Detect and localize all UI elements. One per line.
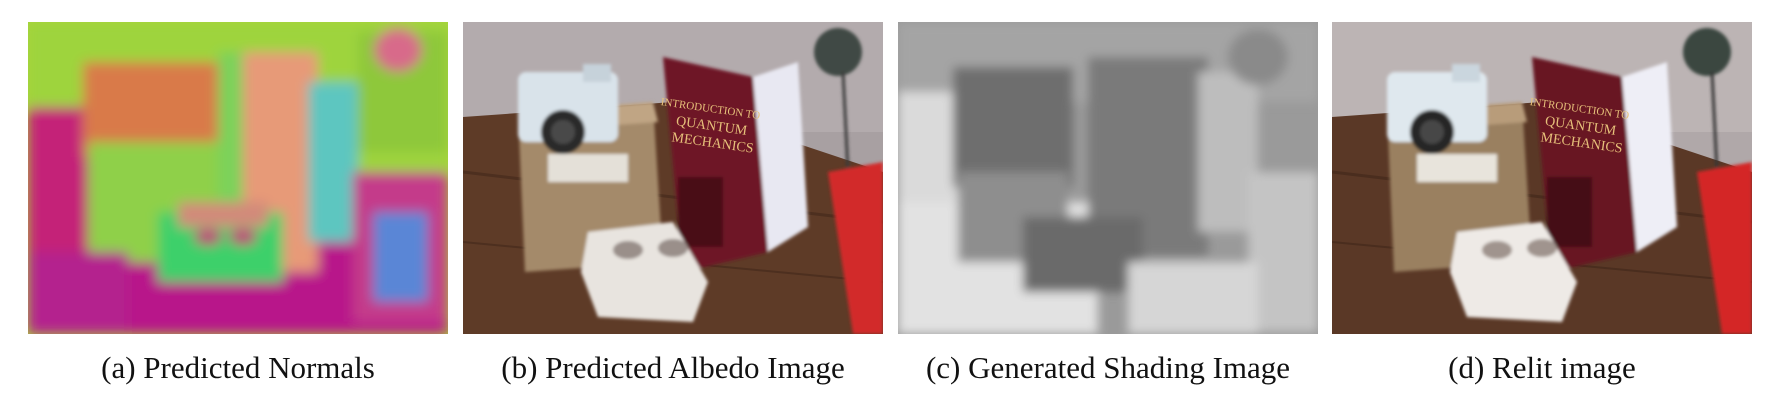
caption-generated-shading: (c) Generated Shading Image bbox=[925, 350, 1291, 385]
relit-image: INTRODUCTION TO QUANTUM MECHANICS bbox=[1332, 22, 1752, 334]
predicted-normals-image bbox=[28, 22, 448, 334]
predicted-albedo-image: INTRODUCTION TO QUANTUM MECHANICS bbox=[463, 22, 883, 334]
caption-predicted-normals: (a) Predicted Normals bbox=[101, 350, 375, 385]
caption-relit-image: (d) Relit image bbox=[1448, 350, 1636, 385]
caption-predicted-albedo: (b) Predicted Albedo Image bbox=[501, 350, 845, 385]
generated-shading-image bbox=[898, 22, 1318, 334]
